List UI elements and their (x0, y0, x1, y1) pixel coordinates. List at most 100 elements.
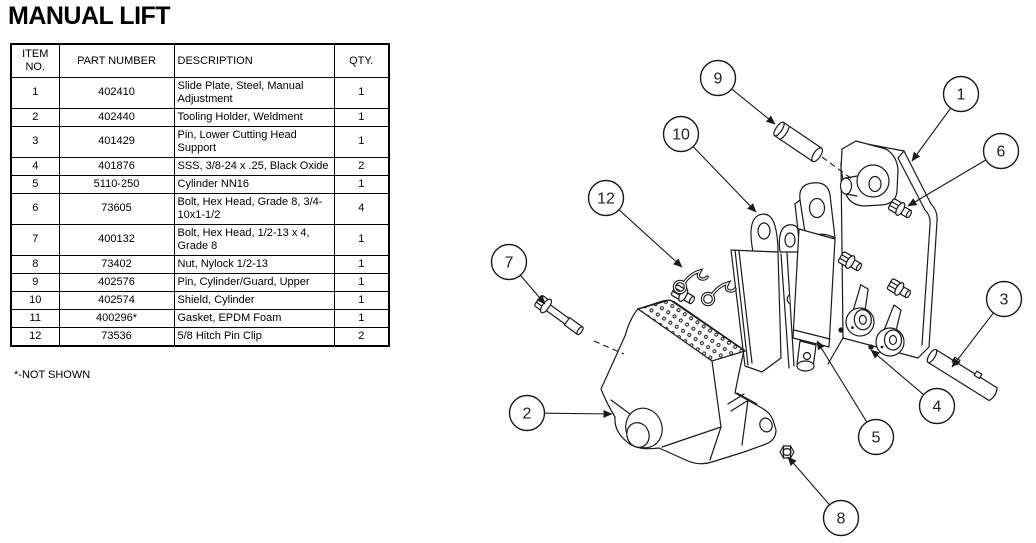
cell-item: 2 (10, 107, 60, 127)
cell-item: 8 (10, 254, 60, 274)
callout-circle-3 (985, 280, 1023, 318)
leader-line-6 (907, 159, 987, 207)
assembly-axis-dash-7 (593, 340, 625, 355)
cell-item: 6 (10, 192, 60, 225)
callout-circle-4 (918, 387, 956, 425)
callout-label-8: 8 (837, 511, 846, 528)
cell-qty: 1 (333, 77, 390, 109)
cell-item: 4 (10, 156, 60, 176)
cell-item: 3 (10, 125, 60, 158)
column-header: QTY. (333, 43, 390, 78)
cell-item: 9 (10, 272, 60, 292)
cell-qty: 4 (333, 192, 390, 225)
cell-part: 401429 (58, 125, 175, 158)
cell-qty: 1 (333, 272, 390, 292)
leader-line-5 (816, 340, 868, 423)
callout-circle-8 (822, 499, 860, 537)
callout-label-7: 7 (505, 255, 514, 272)
table-footnote: *-NOT SHOWN (14, 369, 91, 381)
callout-circle-12 (587, 179, 625, 217)
cell-part: 402410 (58, 77, 175, 109)
callout-circle-1 (942, 75, 980, 113)
cell-item: 1 (10, 77, 60, 109)
cam-levers (838, 276, 914, 357)
cell-desc: Nut, Nylock 1/2-13 (173, 254, 335, 274)
callout-circle-5 (857, 418, 895, 456)
cell-part: 5110-250 (58, 174, 175, 194)
callout-label-3: 3 (1000, 292, 1009, 309)
cell-qty: 1 (333, 290, 390, 310)
callout-label-2: 2 (523, 406, 532, 423)
cell-item: 11 (10, 308, 60, 328)
hex-bolts-item6 (669, 196, 915, 308)
cell-part: 402574 (58, 290, 175, 310)
cylinder-shield-part (730, 213, 782, 373)
assembly-axis-dash-9 (821, 156, 853, 180)
callout-label-10: 10 (672, 127, 690, 144)
cell-part: 402576 (58, 272, 175, 292)
callout-label-9: 9 (714, 71, 723, 88)
cell-desc: Cylinder NN16 (173, 174, 335, 194)
leader-line-12 (618, 209, 683, 268)
leader-line-8 (787, 456, 830, 506)
pivot-boss (839, 140, 899, 207)
column-header: ITEM NO. (10, 43, 60, 78)
callout-label-6: 6 (997, 144, 1006, 161)
callout-label-4: 4 (933, 399, 942, 416)
leader-line-7 (519, 274, 546, 305)
leader-line-3 (951, 312, 994, 368)
cell-desc: SSS, 3/8-24 x .25, Black Oxide (173, 156, 335, 176)
leader-line-4 (870, 349, 925, 396)
page-title: MANUAL LIFT (8, 2, 171, 30)
callout-circle-9 (699, 59, 737, 97)
cell-qty: 2 (333, 326, 390, 347)
cell-desc: Pin, Cylinder/Guard, Upper (173, 272, 335, 292)
tooling-holder-part (600, 299, 777, 465)
cell-desc: Pin, Lower Cutting Head Support (173, 125, 335, 158)
slide-plate-part (827, 143, 938, 365)
callout-circle-2 (508, 394, 546, 432)
cell-item: 10 (10, 290, 60, 310)
upper-pin-item9 (773, 121, 824, 163)
cell-qty: 1 (333, 125, 390, 158)
cell-part: 400296* (58, 308, 175, 328)
cell-part: 73402 (58, 254, 175, 274)
cell-qty: 1 (333, 308, 390, 328)
cell-desc: Bolt, Hex Head, Grade 8, 3/4-10x1-1/2 (173, 192, 335, 225)
cell-part: 402440 (58, 107, 175, 127)
cell-desc: Bolt, Hex Head, 1/2-13 x 4, Grade 8 (173, 223, 335, 256)
hitch-pin-clips (672, 269, 737, 307)
leader-line-9 (731, 88, 776, 125)
leader-line-2 (544, 409, 613, 418)
cell-qty: 1 (333, 107, 390, 127)
callout-label-5: 5 (872, 430, 881, 447)
column-header: PART NUMBER (58, 43, 175, 78)
support-pin-item3 (926, 348, 999, 402)
column-header: DESCRIPTION (173, 43, 335, 78)
nylock-nut-item8 (779, 445, 795, 459)
callout-circle-7 (490, 243, 528, 281)
cell-desc: 5/8 Hitch Pin Clip (173, 326, 335, 347)
cell-qty: 1 (333, 254, 390, 274)
cell-desc: Shield, Cylinder (173, 290, 335, 310)
cell-qty: 2 (333, 156, 390, 176)
cell-desc: Tooling Holder, Weldment (173, 107, 335, 127)
guard-lug (778, 224, 804, 253)
cylinder-part (786, 182, 836, 372)
cell-part: 73605 (58, 192, 175, 225)
leader-line-1 (911, 107, 952, 162)
callout-label-1: 1 (957, 87, 966, 104)
callout-circle-10 (662, 115, 700, 153)
